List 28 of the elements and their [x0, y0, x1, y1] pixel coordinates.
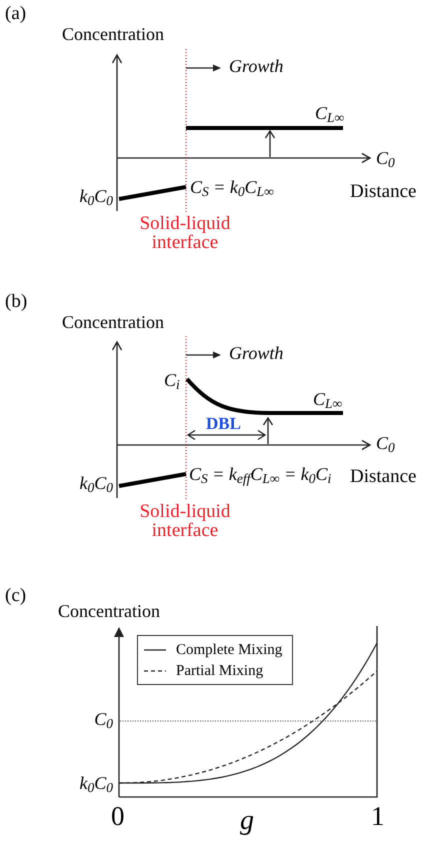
- axis-title: Concentration: [62, 313, 164, 331]
- panel-label: (b): [5, 292, 28, 311]
- legend-label: Partial Mixing: [176, 662, 264, 680]
- panel-label: (a): [5, 4, 26, 23]
- axis-title: Concentration: [62, 25, 164, 43]
- value-label: k$_{0}$C$_{0}$: [79, 774, 113, 792]
- panel-label: (c): [5, 586, 26, 605]
- value-label: k$_{0}$C$_{0}$: [79, 474, 113, 492]
- interface-label: Solid-liquid interface: [138, 502, 232, 540]
- axis-end-label: C$_{0}$: [376, 149, 395, 167]
- axis-title: Distance: [350, 182, 416, 201]
- equation-label: C$_{S}$ = k$_{0}$C$_{L∞}$: [190, 178, 274, 196]
- direction-label: Growth: [229, 57, 284, 75]
- axis-title: Distance: [350, 467, 416, 486]
- axis-title: Concentration: [58, 602, 160, 620]
- axis-title: g: [240, 807, 254, 835]
- axis-end-label: C$_{0}$: [376, 434, 395, 452]
- tick-label: 0: [111, 803, 124, 830]
- curve-label: C$_{L∞}$: [315, 104, 344, 122]
- tick-label: 1: [371, 803, 384, 830]
- curve-label: C$_{L∞}$: [313, 390, 342, 408]
- value-label: C$_{0}$: [94, 710, 113, 728]
- legend-label: Complete Mixing: [176, 640, 282, 658]
- value-label: k$_{0}$C$_{0}$: [79, 187, 113, 205]
- direction-label: Growth: [229, 344, 284, 362]
- interface-label: Solid-liquid interface: [138, 214, 232, 252]
- curve-label: C$_{i}$: [164, 371, 180, 389]
- dimension-label: DBL: [206, 415, 241, 432]
